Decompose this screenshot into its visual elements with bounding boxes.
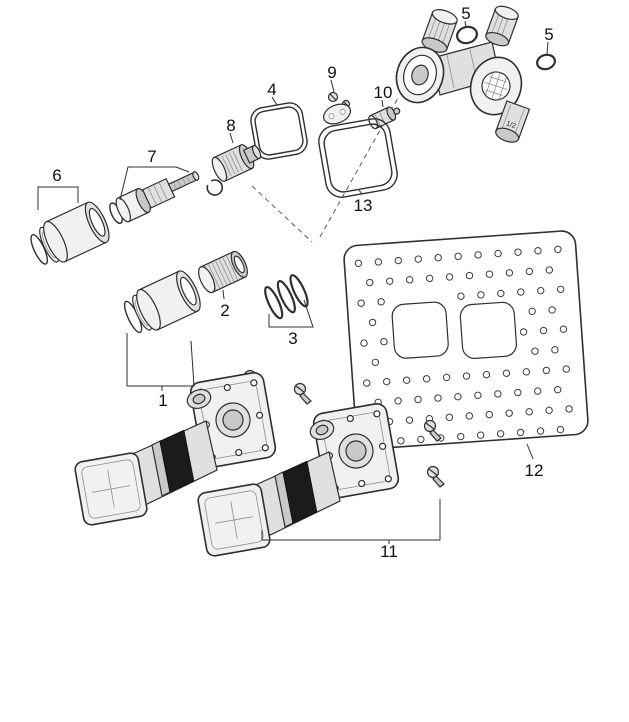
o-ring-5-top [456, 25, 478, 45]
gasket-4 [250, 102, 308, 160]
part-label-7: 7 [147, 147, 156, 166]
valve-right-body [469, 56, 523, 116]
plate-cutout-right [459, 301, 517, 360]
part-label-5-side: 5 [544, 25, 553, 44]
cartridge-8 [211, 144, 262, 182]
part-label-11: 11 [380, 542, 398, 561]
part-label-13: 13 [354, 196, 373, 215]
part-label-3: 3 [288, 329, 297, 348]
valve-body-left [74, 372, 277, 526]
check-valve-10 [368, 106, 401, 130]
part-label-5-top: 5 [461, 4, 470, 23]
cartridge-assembly-7 [109, 171, 224, 225]
mounting-screw [293, 382, 312, 405]
retaining-clip [206, 179, 224, 196]
alignment-dashes [251, 97, 399, 243]
valve-left-union-nut [395, 46, 445, 104]
valve-body-right [197, 403, 400, 557]
extension-nipple-2 [198, 250, 248, 294]
trim-sleeve-1 [123, 270, 201, 334]
plate-cutout-left [391, 301, 449, 359]
screw-set-9 [322, 91, 352, 125]
part-label-9: 9 [327, 63, 336, 82]
valve-left-cap [421, 9, 458, 53]
port-size-marking: 1/2 [505, 120, 517, 130]
part-label-2: 2 [220, 301, 229, 320]
part-label-4: 4 [267, 80, 276, 99]
thermostatic-valve-assembly: 1/2 [395, 5, 531, 143]
gasket-13 [318, 118, 398, 198]
valve-right-cap [485, 5, 519, 47]
o-ring-set-3 [264, 274, 309, 320]
valve-outlet-port: 1/2 [495, 100, 531, 143]
trim-sleeve-6 [30, 201, 110, 265]
part-label-10: 10 [374, 83, 393, 102]
mounting-screw [426, 465, 445, 488]
part-label-8: 8 [226, 116, 235, 135]
part-label-12: 12 [525, 461, 544, 480]
leader-lines [37, 20, 549, 544]
part-label-6: 6 [52, 166, 61, 185]
part-label-1: 1 [158, 391, 167, 410]
o-ring-5-side [536, 53, 556, 71]
mounting-screw [423, 419, 442, 442]
